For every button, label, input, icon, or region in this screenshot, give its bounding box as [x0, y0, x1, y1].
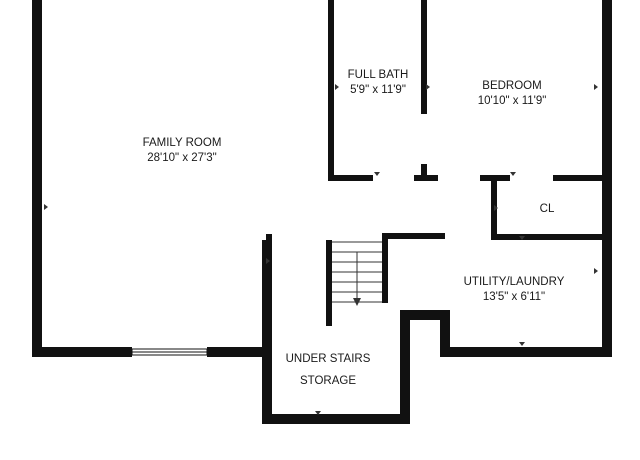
under-stairs-line2: STORAGE	[299, 375, 357, 387]
utility-label: UTILITY/LAUNDRY 13'5" x 6'11"	[464, 275, 565, 305]
family-room-label: FAMILY ROOM 28'10" x 27'3"	[143, 136, 222, 166]
utility-dims: 13'5" x 6'11"	[482, 291, 546, 303]
bedroom-dims: 10'10" x 11'9"	[477, 95, 547, 107]
wall-south-utility	[440, 347, 612, 357]
wall-storage-east	[400, 310, 410, 424]
bedroom-label: BEDROOM 10'10" x 11'9"	[478, 79, 547, 109]
bedroom-name: BEDROOM	[482, 80, 542, 92]
wall-closet-south	[491, 234, 605, 240]
wall-stair-west	[326, 240, 332, 326]
wall-bath-bottom	[328, 175, 373, 181]
wall-east	[602, 0, 612, 357]
wall-utility-west	[382, 233, 388, 303]
under-stairs-line1: UNDER STAIRS	[285, 353, 371, 365]
family-room-name: FAMILY ROOM	[142, 137, 222, 149]
wall-bath-west	[328, 0, 334, 181]
wall-storage-nub	[266, 234, 272, 246]
wall-utility-step	[400, 310, 450, 320]
full-bath-dims: 5'9" x 11'9"	[350, 84, 406, 96]
wall-divider-lower	[421, 164, 427, 181]
closet-label: CL	[540, 202, 555, 217]
wall-south-family	[32, 347, 132, 357]
stairs	[332, 241, 382, 306]
under-stairs-label: UNDER STAIRS STORAGE	[286, 348, 371, 392]
wall-storage-south	[262, 414, 410, 424]
utility-name: UTILITY/LAUNDRY	[463, 276, 565, 288]
closet-name: CL	[539, 203, 555, 215]
wall-divider-upper	[421, 0, 427, 114]
wall-west	[32, 0, 42, 357]
full-bath-name: FULL BATH	[347, 69, 409, 81]
wall-markers	[44, 84, 598, 415]
wall-bedroom-far	[553, 175, 605, 181]
full-bath-label: FULL BATH 5'9" x 11'9"	[348, 68, 409, 98]
wall-utility-top	[382, 233, 445, 239]
wall-storage-west	[262, 240, 272, 424]
family-room-dims: 28'10" x 27'3"	[147, 152, 217, 164]
wall-utility-sw	[440, 310, 450, 357]
wall-south-family-2	[207, 347, 272, 357]
